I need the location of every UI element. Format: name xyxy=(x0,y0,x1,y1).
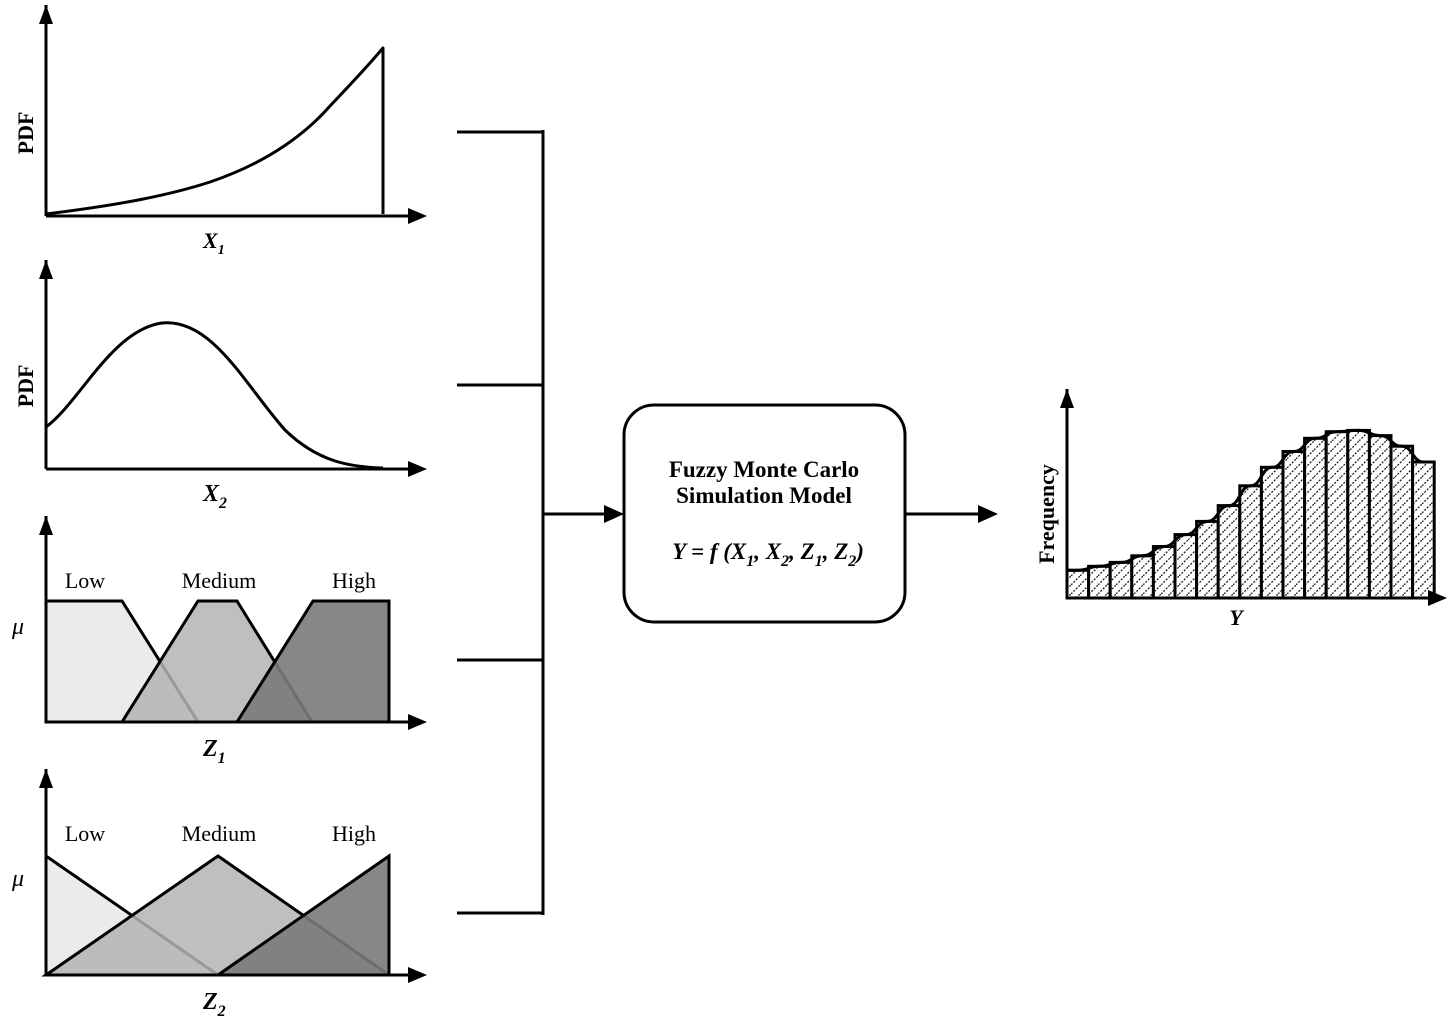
output-x-axis-arrowhead xyxy=(1428,590,1447,606)
histogram-bar xyxy=(1065,568,1091,600)
z1-x-label: Z1 xyxy=(202,736,226,767)
z2-y-label: μ xyxy=(11,866,24,892)
histogram-bar xyxy=(1151,545,1177,600)
histogram-bar xyxy=(1087,564,1112,600)
histogram-bar xyxy=(1324,430,1350,600)
histogram-bar xyxy=(1259,465,1285,600)
histogram-envelope-curve xyxy=(1067,428,1435,572)
output-y-axis-arrowhead xyxy=(1060,389,1074,408)
histogram-bar xyxy=(1216,504,1242,600)
panel-x2: PDF X2 xyxy=(13,260,427,512)
z2-y-axis-arrowhead xyxy=(39,769,53,788)
z1-set-label-low: Low xyxy=(65,568,105,593)
histogram-bars xyxy=(1065,428,1436,600)
histogram-bar xyxy=(1108,560,1134,600)
z2-x-label: Z2 xyxy=(202,989,226,1020)
model-box-frame xyxy=(622,403,907,624)
model-to-output-arrowhead xyxy=(978,505,998,523)
model-title-line1: Fuzzy Monte Carlo xyxy=(669,457,859,482)
panel-x1: PDF X1 xyxy=(13,5,427,258)
output-x-label: Y xyxy=(1229,605,1245,630)
x1-pdf-curve xyxy=(45,46,385,216)
z1-y-label: μ xyxy=(11,614,24,640)
x2-y-axis-arrowhead xyxy=(39,260,53,279)
x1-x-axis-arrowhead xyxy=(408,208,427,224)
z2-x-axis-arrowhead xyxy=(408,967,427,983)
output-histogram: Frequency Y xyxy=(1034,389,1447,630)
histogram-bar xyxy=(1367,434,1393,600)
z2-set-label-low: Low xyxy=(65,821,105,846)
x2-x-axis-arrowhead xyxy=(408,461,427,477)
model-title-line2: Simulation Model xyxy=(676,483,852,508)
panel-z2: Low Medium High μ Z2 xyxy=(11,769,427,1020)
x2-y-label: PDF xyxy=(13,365,38,408)
z2-set-label-medium: Medium xyxy=(182,821,257,846)
histogram-bar xyxy=(1303,436,1328,600)
z1-set-label-high: High xyxy=(332,568,376,593)
model-equation: Y = f (X1, X2, Z1, Z2) xyxy=(672,539,864,570)
x2-pdf-curve xyxy=(45,321,384,470)
z1-x-axis-arrowhead xyxy=(408,714,427,730)
connector-to-model-arrowhead xyxy=(604,505,624,523)
histogram-bar xyxy=(1411,460,1436,600)
panel-z1: Low Medium High μ Z1 xyxy=(11,516,427,767)
histogram-bar xyxy=(1173,533,1199,600)
histogram-bar xyxy=(1281,450,1307,600)
histogram-bar xyxy=(1238,484,1263,600)
model-box: Fuzzy Monte Carlo Simulation Model Y = f… xyxy=(622,403,907,624)
z1-set-label-medium: Medium xyxy=(182,568,257,593)
z2-set-label-high: High xyxy=(332,821,376,846)
output-y-label: Frequency xyxy=(1034,464,1059,564)
x1-y-axis-arrowhead xyxy=(39,5,53,24)
input-connector xyxy=(457,130,624,915)
x2-x-label: X2 xyxy=(202,481,227,512)
x1-y-label: PDF xyxy=(13,112,38,155)
x1-x-label: X1 xyxy=(202,228,225,258)
histogram-bar xyxy=(1389,444,1415,600)
histogram-bar xyxy=(1346,428,1371,600)
histogram-bar xyxy=(1130,554,1155,600)
z1-y-axis-arrowhead xyxy=(39,516,53,535)
histogram-bar xyxy=(1195,519,1220,600)
